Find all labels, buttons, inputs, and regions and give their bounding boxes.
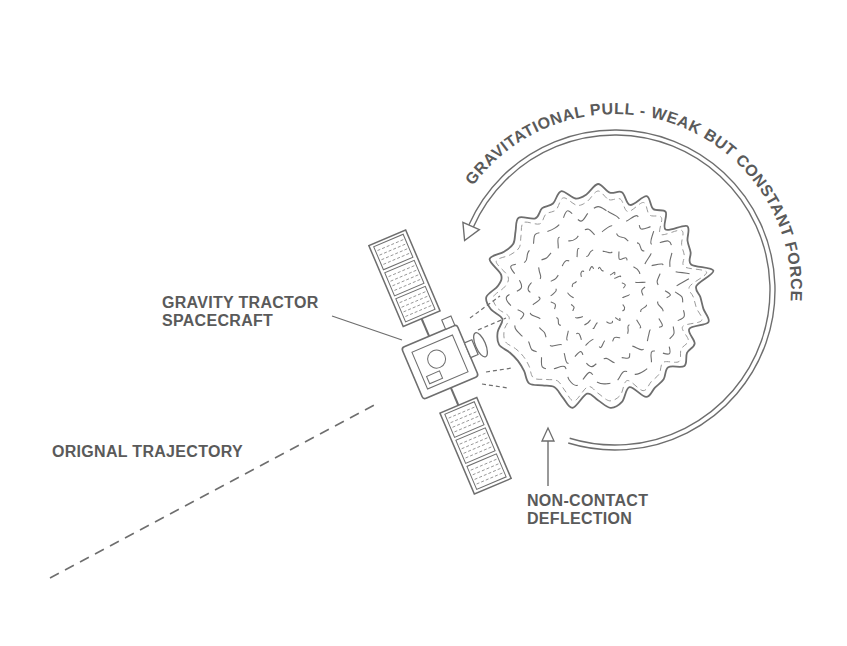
force-label: GRAVITATIONAL PULL - WEAK BUT CONSTANT F… <box>462 100 805 302</box>
leader-line <box>332 316 402 340</box>
spacecraft-body <box>401 325 478 400</box>
solar-panel <box>369 230 440 327</box>
deflection-arrow <box>547 438 548 486</box>
body-detail <box>425 347 449 371</box>
thruster <box>442 316 455 329</box>
antenna-dish <box>471 331 490 359</box>
body-detail <box>412 335 468 389</box>
trajectory-line <box>50 402 380 578</box>
force-arc <box>469 130 775 450</box>
panel-strut <box>451 388 458 405</box>
asteroid-outline <box>486 184 713 408</box>
asteroid-contour <box>547 248 650 347</box>
panel-strut <box>422 319 429 336</box>
solar-panel <box>440 397 511 494</box>
arrowhead <box>463 222 479 240</box>
asteroid-contour <box>568 267 629 329</box>
asteroid-rim <box>493 191 707 401</box>
pull-dash <box>470 296 500 318</box>
callout-label: NON-CONTACT DEFLECTION <box>527 492 677 529</box>
pull-dash <box>478 318 506 330</box>
pull-dash <box>486 368 512 372</box>
gravity-tractor-spacecraft <box>360 219 538 498</box>
body-detail <box>427 371 443 384</box>
arrowhead <box>542 428 554 441</box>
asteroid-contour <box>506 207 692 386</box>
callout-label: GRAVITY TRACTOR SPACECRAFT <box>162 294 362 331</box>
asteroid-contour <box>528 226 670 367</box>
pull-dash <box>482 384 508 388</box>
asteroid <box>486 184 713 408</box>
force-arc <box>473 135 770 445</box>
callout-label: ORIGNAL TRAJECTORY <box>52 443 243 461</box>
